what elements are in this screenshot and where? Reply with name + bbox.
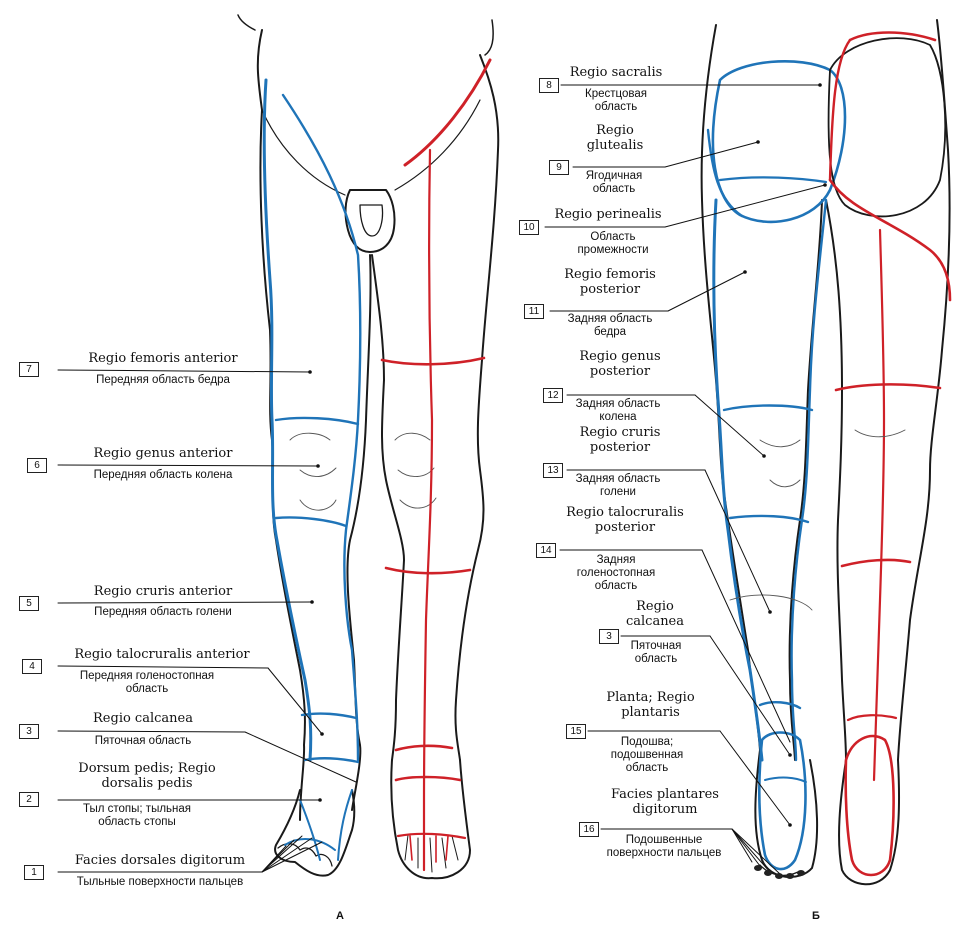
russian-term: Подошва; подошвенная область bbox=[592, 736, 702, 776]
region-number-badge: 3 bbox=[599, 629, 619, 644]
latin-term: Facies dorsales digitorum bbox=[55, 854, 265, 869]
latin-term: Facies plantares digitorum bbox=[600, 788, 730, 818]
russian-term: Крестцовая область bbox=[566, 88, 666, 114]
latin-term: Regio calcanea bbox=[58, 712, 228, 727]
russian-term: Передняя область бедра bbox=[58, 374, 268, 387]
region-number-badge: 4 bbox=[22, 659, 42, 674]
latin-term: Regio glutealis bbox=[580, 124, 650, 154]
region-number-badge: 10 bbox=[519, 220, 539, 235]
region-number-badge: 9 bbox=[549, 160, 569, 175]
latin-term: Regio femoris posterior bbox=[550, 268, 670, 298]
latin-term: Dorsum pedis; Regio dorsalis pedis bbox=[62, 762, 232, 792]
region-number-badge: 1 bbox=[24, 865, 44, 880]
latin-term: Regio calcanea bbox=[620, 600, 690, 630]
region-number-badge: 16 bbox=[579, 822, 599, 837]
region-number-badge: 5 bbox=[19, 596, 39, 611]
latin-term: Regio femoris anterior bbox=[58, 352, 268, 367]
russian-term: Передняя область колена bbox=[58, 469, 268, 482]
region-number-badge: 7 bbox=[19, 362, 39, 377]
russian-term: Передняя область голени bbox=[58, 606, 268, 619]
russian-term: Задняя голеностопная область bbox=[566, 554, 666, 594]
region-number-badge: 12 bbox=[543, 388, 563, 403]
region-number-badge: 6 bbox=[27, 458, 47, 473]
russian-term: Задняя область голени bbox=[568, 473, 668, 499]
region-number-badge: 3 bbox=[19, 724, 39, 739]
latin-term: Regio cruris posterior bbox=[570, 426, 670, 456]
russian-term: Пяточная область bbox=[58, 735, 228, 748]
russian-term: Передняя голеностопная область bbox=[62, 670, 232, 696]
latin-term: Regio talocruralis posterior bbox=[560, 506, 690, 536]
latin-term: Regio cruris anterior bbox=[58, 585, 268, 600]
latin-term: Regio genus posterior bbox=[570, 350, 670, 380]
russian-term: Задняя область колена bbox=[568, 398, 668, 424]
latin-term: Planta; Regio plantaris bbox=[598, 691, 703, 721]
region-number-badge: 2 bbox=[19, 792, 39, 807]
russian-term: Тыл стопы; тыльная область стопы bbox=[62, 803, 212, 829]
region-number-badge: 14 bbox=[536, 543, 556, 558]
region-number-badge: 13 bbox=[543, 463, 563, 478]
region-number-badge: 8 bbox=[539, 78, 559, 93]
latin-term: Regio perinealis bbox=[548, 208, 668, 223]
russian-term: Область промежности bbox=[568, 231, 658, 257]
region-number-badge: 11 bbox=[524, 304, 544, 319]
region-number-badge: 15 bbox=[566, 724, 586, 739]
latin-term: Regio genus anterior bbox=[58, 447, 268, 462]
panel-label-b: Б bbox=[812, 910, 820, 922]
russian-term: Тыльные поверхности пальцев bbox=[70, 876, 250, 889]
latin-term: Regio talocruralis anterior bbox=[52, 648, 272, 663]
russian-term: Подошвенные поверхности пальцев bbox=[604, 834, 724, 860]
russian-term: Задняя область бедра bbox=[560, 313, 660, 339]
panel-label-a: А bbox=[336, 910, 344, 922]
latin-term: Regio sacralis bbox=[561, 66, 671, 81]
russian-term: Ягодичная область bbox=[574, 170, 654, 196]
russian-term: Пяточная область bbox=[618, 640, 694, 666]
